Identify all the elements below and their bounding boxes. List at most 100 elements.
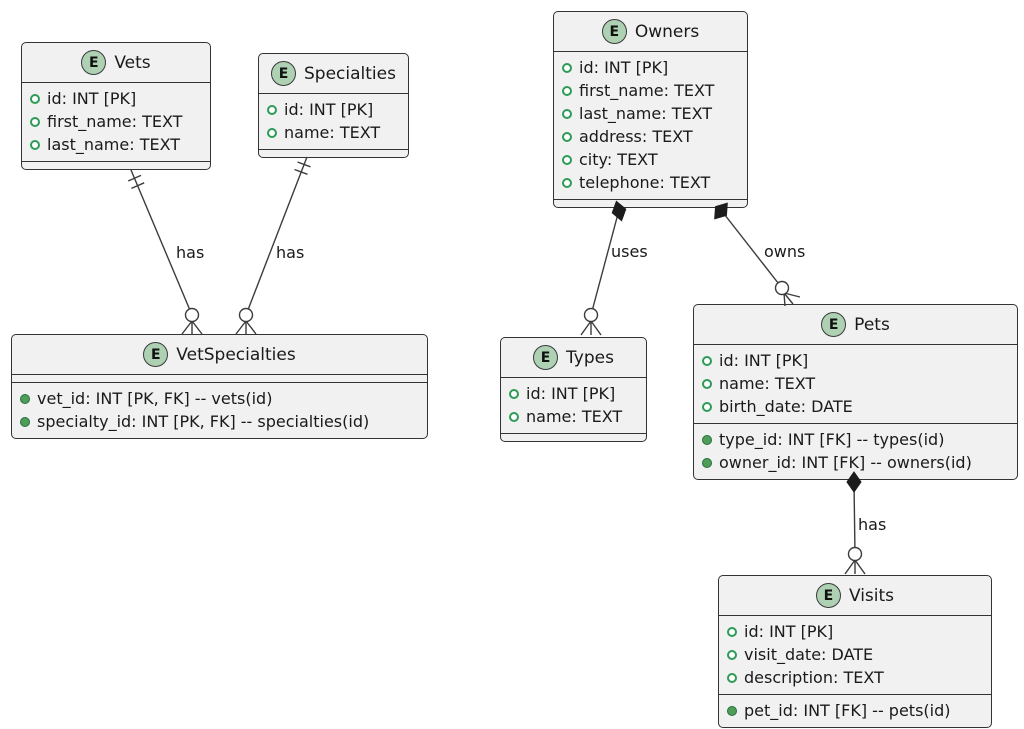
attribute-text: address: TEXT	[579, 127, 693, 146]
optional-attribute-icon	[509, 411, 519, 422]
optional-attribute-icon	[30, 139, 40, 150]
entity-vets-title: Vets	[114, 52, 151, 73]
optional-attribute-icon	[702, 355, 712, 366]
entity-visits-attributes: id: INT [PK] visit_date: DATE descriptio…	[719, 615, 991, 694]
optional-attribute-icon	[562, 108, 572, 119]
attribute-text: id: INT [PK]	[719, 351, 809, 370]
optional-attribute-icon	[562, 62, 572, 73]
optional-attribute-icon	[727, 649, 737, 660]
entity-visits-header: E Visits	[719, 576, 991, 615]
entity-vetspecialties: E VetSpecialties vet_id: INT [PK, FK] --…	[11, 334, 428, 439]
attribute-row: name: TEXT	[509, 405, 634, 428]
attribute-row: id: INT [PK]	[30, 87, 198, 110]
attribute-text: city: TEXT	[579, 150, 658, 169]
attribute-row: last_name: TEXT	[30, 133, 198, 156]
optional-attribute-icon	[727, 672, 737, 683]
relationship-line	[130, 169, 193, 316]
attribute-text: first_name: TEXT	[47, 112, 183, 131]
entity-visits-title: Visits	[848, 585, 895, 606]
crow-foot-icon	[235, 320, 257, 335]
entity-vets: E Vets id: INT [PK] first_name: TEXT las…	[21, 42, 211, 170]
attribute-row: type_id: INT [FK] -- types(id)	[702, 428, 1005, 451]
attribute-row: last_name: TEXT	[562, 102, 735, 125]
entity-pets: E Pets id: INT [PK] name: TEXT birth_dat…	[693, 304, 1018, 480]
key-attribute-icon	[727, 705, 737, 716]
empty-compartment	[22, 161, 210, 169]
attribute-row: id: INT [PK]	[727, 620, 979, 643]
attribute-text: specialty_id: INT [PK, FK] -- specialtie…	[37, 412, 370, 431]
attribute-row: city: TEXT	[562, 148, 735, 171]
optional-attribute-icon	[509, 388, 519, 399]
zero-or-many-circle-icon	[583, 307, 599, 323]
entity-specialties-header: E Specialties	[259, 54, 408, 93]
empty-compartment	[501, 433, 646, 441]
entity-types-header: E Types	[501, 338, 646, 377]
attribute-row: address: TEXT	[562, 125, 735, 148]
attribute-row: vet_id: INT [PK, FK] -- vets(id)	[20, 387, 415, 410]
optional-attribute-icon	[267, 127, 277, 138]
key-attribute-icon	[702, 434, 712, 445]
entity-vets-attributes: id: INT [PK] first_name: TEXT last_name:…	[22, 82, 210, 161]
attribute-row: id: INT [PK]	[509, 382, 634, 405]
optional-attribute-icon	[267, 104, 277, 115]
key-attribute-icon	[20, 416, 30, 427]
entity-visits-key-attributes: pet_id: INT [FK] -- pets(id)	[719, 694, 991, 727]
entity-vetspecialties-key-attributes: vet_id: INT [PK, FK] -- vets(id) special…	[12, 382, 427, 438]
zero-or-many-circle-icon	[847, 546, 863, 562]
entity-types-title: Types	[566, 347, 614, 368]
attribute-row: pet_id: INT [FK] -- pets(id)	[727, 699, 979, 722]
attribute-text: type_id: INT [FK] -- types(id)	[719, 430, 945, 449]
attribute-text: id: INT [PK]	[744, 622, 834, 641]
attribute-row: name: TEXT	[702, 372, 1005, 395]
empty-compartment	[554, 199, 747, 207]
key-attribute-icon	[20, 393, 30, 404]
relationship-specialties-vetspecialties: has	[235, 156, 311, 335]
attribute-row: visit_date: DATE	[727, 643, 979, 666]
optional-attribute-icon	[30, 93, 40, 104]
attribute-row: description: TEXT	[727, 666, 979, 689]
relationship-line	[245, 156, 308, 316]
optional-attribute-icon	[562, 154, 572, 165]
attribute-text: first_name: TEXT	[579, 81, 715, 100]
relationship-label: owns	[764, 242, 805, 261]
relationship-label: has	[858, 515, 886, 534]
entity-owners: E Owners id: INT [PK] first_name: TEXT l…	[553, 11, 748, 208]
entity-vets-header: E Vets	[22, 43, 210, 82]
zero-or-many-circle-icon	[238, 307, 254, 323]
entity-owners-attributes: id: INT [PK] first_name: TEXT last_name:…	[554, 51, 747, 199]
relationship-pets-visits: has	[844, 471, 886, 575]
relationship-owners-types: uses	[580, 200, 648, 336]
attribute-text: telephone: TEXT	[579, 173, 711, 192]
entity-badge-icon: E	[143, 342, 169, 367]
crow-foot-icon	[181, 320, 203, 335]
crow-foot-icon	[844, 559, 866, 575]
zero-or-many-circle-icon	[774, 280, 790, 296]
entity-specialties-attributes: id: INT [PK] name: TEXT	[259, 93, 408, 149]
entity-badge-icon: E	[271, 61, 296, 86]
attribute-row: telephone: TEXT	[562, 171, 735, 194]
optional-attribute-icon	[562, 177, 572, 188]
optional-attribute-icon	[562, 85, 572, 96]
entity-types-attributes: id: INT [PK] name: TEXT	[501, 377, 646, 433]
optional-attribute-icon	[702, 378, 712, 389]
entity-badge-icon: E	[533, 345, 559, 370]
entity-pets-attributes: id: INT [PK] name: TEXT birth_date: DATE	[694, 344, 1017, 423]
entity-pets-key-attributes: type_id: INT [FK] -- types(id) owner_id:…	[694, 423, 1017, 479]
attribute-row: id: INT [PK]	[562, 56, 735, 79]
attribute-row: name: TEXT	[267, 121, 396, 144]
attribute-text: id: INT [PK]	[526, 384, 616, 403]
optional-attribute-icon	[30, 116, 40, 127]
attribute-row: first_name: TEXT	[30, 110, 198, 133]
exactly-one-ticks-icon	[294, 161, 311, 175]
attribute-text: id: INT [PK]	[47, 89, 137, 108]
relationship-line	[720, 209, 783, 289]
exactly-one-ticks-icon	[127, 174, 145, 190]
entity-types: E Types id: INT [PK] name: TEXT	[500, 337, 647, 442]
attribute-text: vet_id: INT [PK, FK] -- vets(id)	[37, 389, 273, 408]
attribute-text: name: TEXT	[719, 374, 816, 393]
relationship-line	[590, 209, 620, 316]
attribute-row: specialty_id: INT [PK, FK] -- specialtie…	[20, 410, 415, 433]
entity-vetspecialties-title: VetSpecialties	[176, 344, 296, 365]
optional-attribute-icon	[702, 401, 712, 412]
attribute-text: visit_date: DATE	[744, 645, 874, 664]
